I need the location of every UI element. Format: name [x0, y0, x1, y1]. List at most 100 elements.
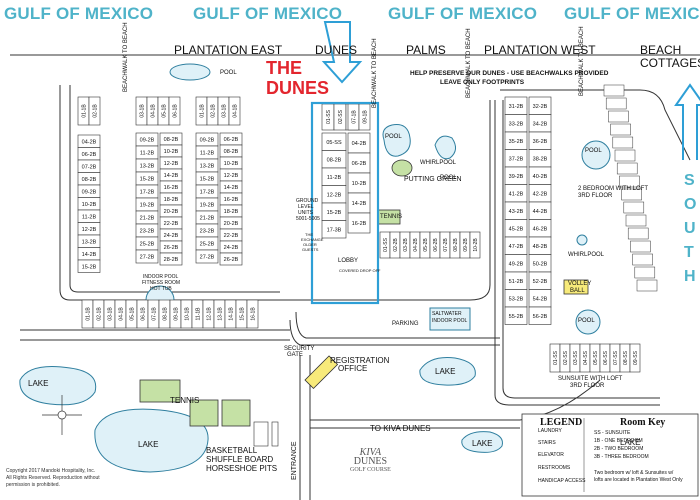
sunsuite-loft-2: 3RD FLOOR: [570, 383, 605, 389]
unit-box: [228, 96, 241, 126]
pool-east-top: [169, 63, 211, 81]
legend-stairs: STAIRS: [538, 440, 556, 446]
unit-label: 56-2B: [533, 314, 548, 320]
unit-label: 09-2B: [82, 189, 97, 195]
room-key-2b: 2B - TWO BEDROOM: [594, 446, 644, 452]
unit-box: [347, 212, 371, 234]
unit-label: 03-1B: [108, 307, 114, 321]
exchange-3: OLDER: [303, 242, 317, 247]
ground-level-2: LEVEL: [298, 204, 314, 210]
unit-label: 01-SS: [326, 109, 332, 124]
building-units: 04-2B06-2B07-2B08-2B09-2B10-2B11-2B12-2B…: [77, 84, 658, 373]
south-letter-u: U: [684, 220, 696, 237]
two-bedroom-loft-2: 3RD FLOOR: [578, 193, 613, 199]
unit-label: 08-2B: [453, 238, 459, 252]
unit-label: 05-1B: [162, 104, 168, 118]
unit-box: [77, 259, 101, 273]
unit-label: 14-2B: [164, 173, 179, 179]
exchange-1: THE: [305, 232, 313, 237]
unit-label: 02-SS: [338, 109, 344, 124]
room-key-note-1: Two bedroom w/ loft & Sunsuites w/: [594, 470, 674, 476]
unit-label: 48-2B: [533, 244, 548, 250]
gulf-label-1: GULF OF MEXICO: [4, 4, 154, 23]
unit-label: 44-2B: [533, 209, 548, 215]
lake-1: [19, 366, 97, 406]
unit-label: 24-2B: [164, 233, 179, 239]
kiva-dunes-logo: KIVA DUNES GOLF COURSE: [350, 448, 391, 475]
unit-label: 19-2B: [140, 203, 155, 209]
area-beach: BEACH: [640, 43, 682, 57]
exchange-4: GUESTS: [302, 247, 319, 252]
unit-label: 31-2B: [509, 104, 524, 110]
putting-green: [391, 159, 413, 177]
cottage-box: [632, 253, 653, 266]
unit-label: 11-2B: [140, 151, 155, 157]
room-key-title: Room Key: [620, 417, 666, 428]
unit-label: 23-2B: [140, 229, 155, 235]
unit-column-east-right2: 06-2B08-2B10-2B12-2B14-2B16-2B18-2B20-2B…: [219, 132, 243, 266]
unit-label: 16-1B: [251, 307, 257, 321]
unit-box: [135, 249, 159, 264]
unit-label: 04-1B: [119, 307, 125, 321]
pool-dunes-label: POOL: [385, 134, 402, 140]
unit-label: 12-2B: [327, 192, 342, 198]
road-east-loop: [59, 85, 280, 301]
unit-label: 34-2B: [533, 121, 548, 127]
unit-label: 55-2B: [509, 314, 524, 320]
unit-label: 09-1B: [174, 307, 180, 321]
unit-label: 08-2B: [82, 177, 97, 183]
unit-label: 15-2B: [327, 210, 342, 216]
unit-label: 18-2B: [224, 209, 239, 215]
area-dunes: DUNES: [315, 43, 358, 57]
ground-level-4: 5001-5005: [296, 216, 320, 222]
unit-label: 46-2B: [533, 226, 548, 232]
unit-label: 05-1B: [130, 307, 136, 321]
unit-label: 04-1B: [233, 104, 239, 118]
copyright: Copyright 2017 Mandoki Hospitality, Inc.…: [6, 468, 146, 489]
unit-label: 17-2B: [200, 190, 215, 196]
unit-label: 02-2B: [393, 238, 399, 252]
unit-label: 11-2B: [327, 175, 342, 181]
legend-laundry: LAUNDRY: [538, 428, 562, 434]
sunsuite-loft-1: SUNSUITE WITH LOFT: [558, 376, 623, 382]
security-gate-2: GATE: [287, 352, 303, 358]
unit-box: [246, 299, 259, 329]
unit-label: 15-2B: [82, 264, 97, 270]
unit-label: 03-2B: [403, 238, 409, 252]
gulf-label-4: GULF OF MEXICO: [564, 4, 700, 23]
unit-label: 08-1B: [163, 307, 169, 321]
unit-label: 11-2B: [200, 151, 215, 157]
shuffleboard-label: SHUFFLE BOARD: [206, 455, 274, 464]
cottage-box: [634, 266, 656, 279]
unit-box: [168, 96, 181, 126]
unit-box: [88, 96, 101, 126]
covered-drop-off: COVERED DROP OFF: [339, 268, 381, 273]
unit-label: 02-SS: [563, 350, 569, 365]
unit-label: 09-2B: [140, 138, 155, 144]
volleyball-label-2: BALL: [570, 288, 585, 294]
room-key-ss: SS - SUNSUITE: [594, 430, 631, 436]
unit-label: 42-2B: [533, 191, 548, 197]
lake-label-5: LAKE: [620, 438, 641, 447]
unit-label: 37-2B: [509, 156, 524, 162]
unit-label: 07-1B: [352, 110, 358, 124]
pool-west-bottom-label: POOL: [578, 318, 595, 324]
unit-label: 14-2B: [82, 252, 97, 258]
pool-east-label: POOL: [220, 70, 237, 76]
unit-label: 22-2B: [224, 233, 239, 239]
beachwalk-label-2: BEACHWALK TO BEACH: [372, 38, 378, 108]
beach-cottages: [603, 84, 658, 292]
unit-label: 52-2B: [533, 279, 548, 285]
pool-west-bottom: [575, 309, 601, 335]
lake-label-2: LAKE: [138, 440, 159, 449]
saltwater-label-2: INDOOR POOL: [432, 318, 468, 324]
unit-label: 11-2B: [82, 214, 97, 220]
unit-label: 15-2B: [140, 177, 155, 183]
unit-label: 26-2B: [224, 257, 239, 263]
two-bedroom-loft-1: 2 BEDROOM WITH LOFT: [578, 186, 649, 192]
unit-label: 06-1B: [141, 307, 147, 321]
registration-label-2: OFFICE: [338, 364, 368, 373]
